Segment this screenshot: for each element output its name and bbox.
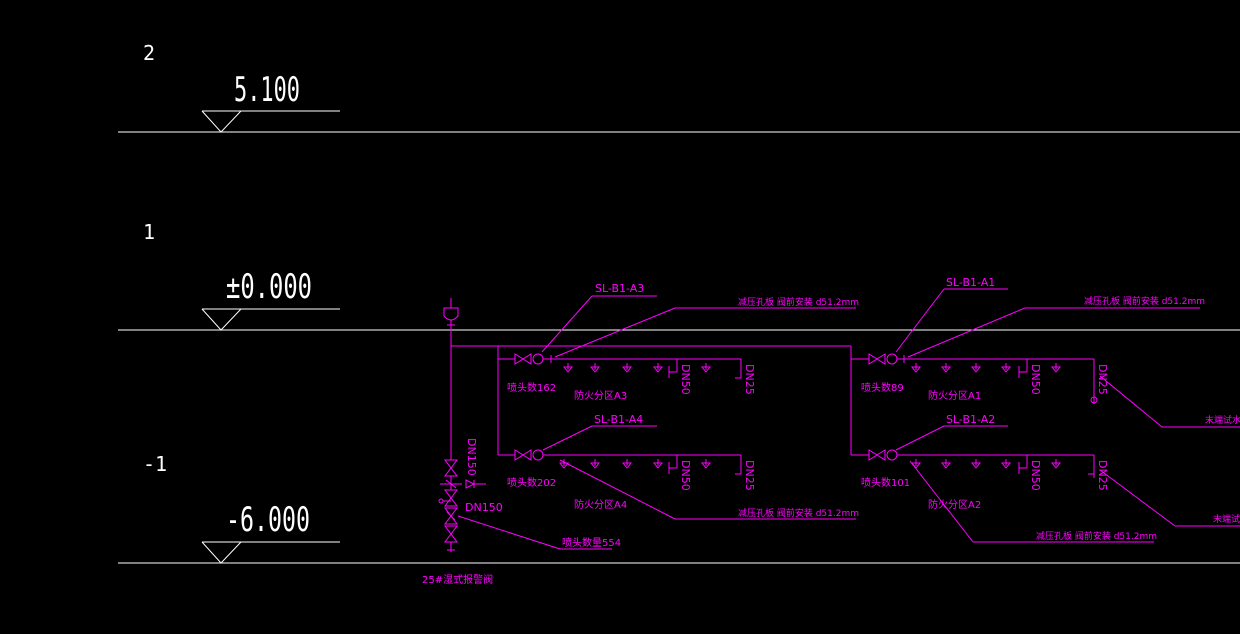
orifice-label-a4: 减压孔板 阀前安装 d51.2mm: [738, 507, 859, 519]
orifice-label-a3: 减压孔板 阀前安装 d51.2mm: [738, 296, 859, 308]
elevation-label-1: ±0.000: [226, 267, 312, 307]
branch-pipe-size: DN50: [679, 460, 692, 491]
branch-a1: DN50 DN25 喷头数89 防火分区A1 SL-B1-A1 减压孔板 阀前安…: [850, 276, 1240, 455]
branch-a4: DN50 DN25 喷头数202 防火分区A4 SL-B1-A4 减压孔板 阀前…: [498, 413, 859, 520]
elevation-triangle: [201, 541, 243, 564]
sprinkler-count-a3: 喷头数162: [507, 381, 556, 394]
end-pipe-size: DN25: [743, 364, 756, 395]
branch-pipe-size: DN50: [1029, 460, 1042, 491]
floor-number-b1: -1: [143, 452, 167, 476]
branch-pipe-size: DN50: [679, 364, 692, 395]
end-pipe-size: DN25: [1096, 364, 1109, 395]
floor-level-1: 1 ±0.000: [118, 220, 1240, 331]
valve-icon: [514, 353, 524, 365]
floor-level-b1: -1 -6.000: [118, 452, 1240, 564]
zone-label-a2: 防火分区A2: [928, 498, 981, 511]
elevation-label-2: 5.100: [234, 70, 300, 110]
end-test-label-a1: 末端试水装: [1205, 414, 1240, 426]
sprinkler-icon: [910, 366, 922, 373]
sprinkler-count-a2: 喷头数101: [861, 476, 910, 489]
end-test-label-a2: 末端试水: [1213, 513, 1240, 525]
orifice-label-a2: 减压孔板 阀前安装 d51.2mm: [1036, 530, 1157, 542]
valve-icon: [514, 449, 524, 461]
gate-valve-icon: [444, 459, 458, 469]
elevation-triangle: [201, 308, 243, 331]
sprinkler-icon: [558, 462, 570, 469]
zone-label-a4: 防火分区A4: [574, 498, 627, 511]
main-riser: DN150 DN150 喷头数量554 25#湿式报警阀: [422, 298, 851, 586]
zone-label-a1: 防火分区A1: [928, 389, 981, 402]
sprinkler-count-a4: 喷头数202: [507, 476, 556, 489]
elevation-label-b1: -6.000: [226, 500, 310, 540]
flow-switch-icon: [886, 449, 898, 461]
alarm-valve-icon: [444, 489, 458, 499]
alarm-valve-label: 25#湿式报警阀: [422, 573, 493, 586]
elevation-triangle: [201, 110, 243, 133]
branch-a2: DN50 DN25 喷头数101 防火分区A2 SL-B1-A2 减压孔板 阀前…: [851, 413, 1240, 543]
riser-label-a2: SL-B1-A2: [946, 413, 995, 426]
floor-number-1: 1: [143, 220, 155, 244]
valve-icon: [868, 449, 878, 461]
flow-switch-icon: [886, 353, 898, 365]
total-sprinkler-count: 喷头数量554: [562, 536, 621, 549]
check-valve-icon: [465, 479, 476, 489]
main-pipe-size: DN150: [465, 438, 478, 476]
sprinkler-icon: [589, 366, 601, 373]
signal-valve-icon: [444, 507, 458, 517]
riser-label-a1: SL-B1-A1: [946, 276, 995, 289]
floor-number-2: 2: [143, 41, 155, 65]
floor-level-2: 2 5.100: [118, 41, 1240, 133]
sprinkler-count-a1: 喷头数89: [861, 381, 904, 394]
riser-label-a3: SL-B1-A3: [595, 282, 644, 295]
branch-a3: DN50 DN25 喷头数162 防火分区A3 SL-B1-A3 减压孔板 阀前…: [497, 282, 859, 455]
orifice-label-a1: 减压孔板 阀前安装 d51.2mm: [1084, 295, 1205, 307]
end-pipe-size: DN25: [743, 460, 756, 491]
branch-pipe-size: DN50: [1029, 364, 1042, 395]
flow-switch-icon: [532, 353, 544, 365]
flow-switch-icon: [532, 449, 544, 461]
end-pipe-size: DN25: [1096, 460, 1109, 491]
valve-pipe-size: DN150: [465, 501, 503, 514]
zone-label-a3: 防火分区A3: [574, 389, 627, 402]
riser-label-a4: SL-B1-A4: [594, 413, 643, 426]
valve-icon: [868, 353, 878, 365]
inlet-symbol: [443, 307, 459, 321]
